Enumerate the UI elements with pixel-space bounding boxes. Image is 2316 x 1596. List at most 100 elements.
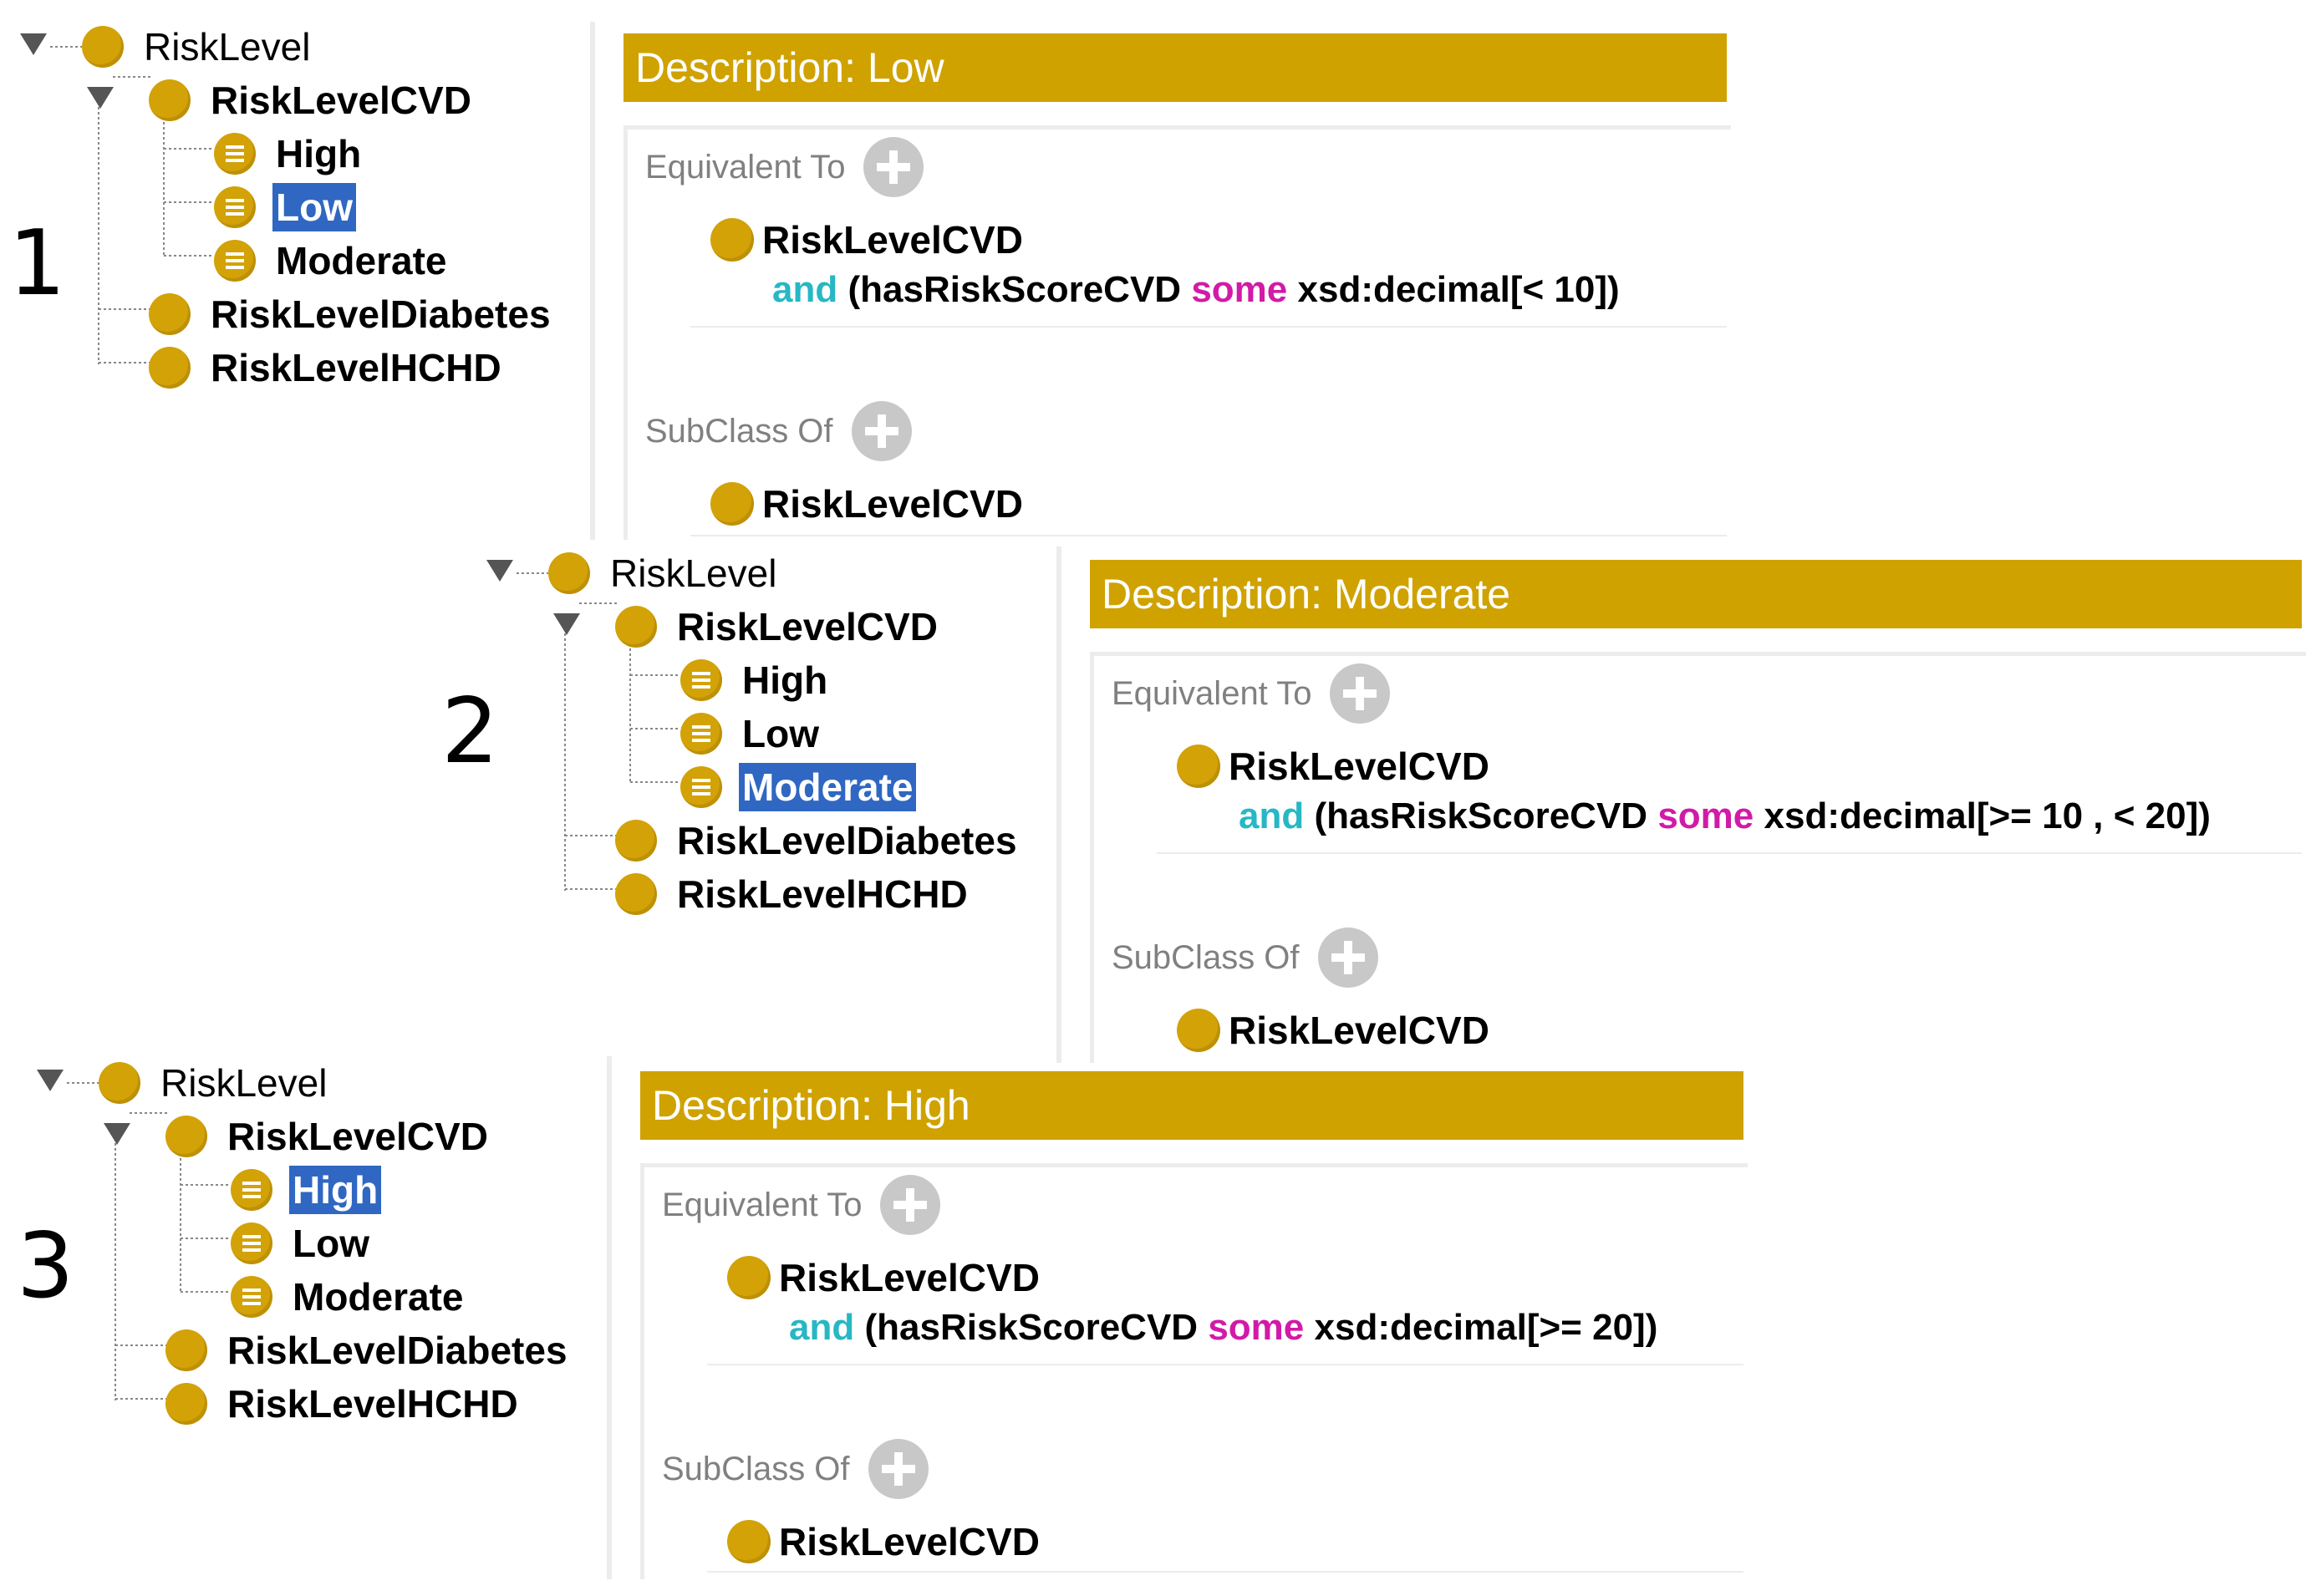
expr-range: xsd:decimal[>= 10 , < 20]) (1764, 795, 2211, 836)
add-equivalent-plus-icon[interactable] (863, 137, 924, 197)
tree-node-risklevel[interactable]: RiskLevel (99, 1058, 330, 1108)
tree-node-label-selected: High (289, 1166, 382, 1214)
individual-list-icon (231, 1169, 272, 1211)
expr-property: (hasRiskScoreCVD (1314, 795, 1648, 836)
class-circle-icon (615, 606, 657, 648)
tree-node-label: RiskLevelCVD (211, 79, 471, 122)
section-label: SubClass Of (662, 1450, 850, 1487)
tree-node-risklevel-hchd[interactable]: RiskLevelHCHD (615, 869, 971, 919)
add-subclass-plus-icon[interactable] (1317, 928, 1378, 988)
tree-node-label: RiskLevel (610, 551, 777, 595)
expr-range: xsd:decimal[>= 20]) (1314, 1307, 1658, 1348)
add-equivalent-plus-icon[interactable] (1330, 663, 1391, 724)
tree-node-risklevel-hchd[interactable]: RiskLevelHCHD (165, 1379, 522, 1429)
panel-number: 1 (8, 211, 66, 316)
tree-node-label: Low (293, 1222, 369, 1265)
class-tree: RiskLevel RiskLevelCVD High Low Moderate… (483, 546, 1068, 939)
section-label: Equivalent To (645, 148, 846, 186)
description-body (640, 1163, 1748, 1579)
tree-node-high[interactable]: High (231, 1165, 382, 1215)
panel-divider (1056, 546, 1061, 1063)
class-circle-icon (165, 1329, 207, 1371)
equivalent-to-section: Equivalent To (1112, 663, 1391, 724)
tree-node-label: RiskLevel (160, 1061, 328, 1105)
class-circle-icon (710, 482, 754, 526)
tree-node-high[interactable]: High (680, 655, 831, 705)
row-separator (690, 326, 1727, 328)
class-tree: RiskLevel RiskLevelCVD High Low Moderate… (33, 1056, 618, 1449)
tree-node-label: Moderate (293, 1275, 464, 1319)
expand-toggle-icon[interactable] (87, 87, 114, 109)
tree-node-low[interactable]: Low (231, 1218, 373, 1268)
tree-node-low[interactable]: Low (214, 182, 356, 232)
class-circle-icon (615, 873, 657, 915)
expand-toggle-icon[interactable] (486, 560, 513, 582)
class-circle-icon (165, 1383, 207, 1425)
tree-node-label: Low (742, 712, 819, 755)
tree-node-label: RiskLevelCVD (227, 1115, 488, 1158)
tree-connector-lines (517, 572, 680, 891)
description-view: Description: High Equivalent To RiskLeve… (640, 1071, 1748, 1579)
description-header: Description: High (640, 1071, 1743, 1140)
panel-divider (590, 22, 595, 540)
tree-node-risklevel[interactable]: RiskLevel (82, 22, 313, 72)
individual-list-icon (214, 133, 256, 175)
panel-number: 3 (17, 1214, 74, 1319)
expand-toggle-icon[interactable] (553, 613, 580, 635)
class-expression[interactable]: and (hasRiskScoreCVD some xsd:decimal[>=… (789, 1307, 1657, 1349)
tree-node-label: RiskLevel (144, 25, 311, 69)
tree-node-moderate[interactable]: Moderate (680, 762, 917, 812)
class-circle-icon (615, 820, 657, 862)
tree-node-risklevelcvd[interactable]: RiskLevelCVD (165, 1111, 491, 1161)
tree-node-label-selected: Low (272, 183, 356, 231)
keyword-some: some (1191, 269, 1288, 310)
section-label: Equivalent To (662, 1186, 863, 1223)
class-expression[interactable]: and (hasRiskScoreCVD some xsd:decimal[< … (772, 269, 1620, 311)
class-circle-icon (165, 1116, 207, 1157)
tree-node-label: RiskLevelHCHD (677, 872, 968, 916)
expand-toggle-icon[interactable] (37, 1070, 64, 1091)
tree-node-label: Moderate (276, 239, 447, 282)
row-separator (690, 535, 1727, 536)
tree-node-risklevel[interactable]: RiskLevel (548, 548, 780, 598)
individual-list-icon (231, 1276, 272, 1318)
tree-node-high[interactable]: High (214, 129, 364, 179)
expr-range: xsd:decimal[< 10]) (1297, 269, 1620, 310)
equivalent-class[interactable]: RiskLevelCVD (727, 1255, 1040, 1300)
tree-node-moderate[interactable]: Moderate (214, 236, 450, 286)
tree-node-moderate[interactable]: Moderate (231, 1272, 466, 1322)
class-circle-icon (1177, 1009, 1220, 1052)
keyword-some: some (1657, 795, 1754, 836)
tree-node-risklevel-diabetes[interactable]: RiskLevelDiabetes (149, 289, 554, 339)
expand-toggle-icon[interactable] (104, 1123, 130, 1145)
expr-property: (hasRiskScoreCVD (864, 1307, 1199, 1348)
equivalent-class[interactable]: RiskLevelCVD (710, 217, 1023, 262)
section-label: SubClass Of (645, 412, 833, 450)
class-name: RiskLevelCVD (762, 218, 1023, 262)
add-equivalent-plus-icon[interactable] (880, 1175, 941, 1235)
tree-node-risklevelcvd[interactable]: RiskLevelCVD (615, 602, 941, 652)
tree-node-label: RiskLevelHCHD (227, 1382, 518, 1426)
description-view: Description: Moderate Equivalent To Risk… (1090, 560, 2306, 1063)
expand-toggle-icon[interactable] (20, 33, 47, 55)
subclass-class[interactable]: RiskLevelCVD (727, 1519, 1040, 1564)
class-expression[interactable]: and (hasRiskScoreCVD some xsd:decimal[>=… (1239, 795, 2211, 837)
tree-node-low[interactable]: Low (680, 709, 822, 759)
description-view: Description: Low Equivalent To RiskLevel… (624, 33, 1731, 540)
class-circle-icon (99, 1062, 140, 1104)
subclass-class[interactable]: RiskLevelCVD (1177, 1008, 1489, 1053)
tree-node-risklevelcvd[interactable]: RiskLevelCVD (149, 75, 475, 125)
class-tree: RiskLevel RiskLevelCVD High Low Moderate… (17, 20, 602, 413)
class-circle-icon (149, 347, 191, 389)
add-subclass-plus-icon[interactable] (868, 1439, 929, 1499)
class-name: RiskLevelCVD (762, 482, 1023, 526)
add-subclass-plus-icon[interactable] (851, 401, 912, 461)
tree-node-label-selected: Moderate (739, 763, 917, 811)
tree-node-risklevel-diabetes[interactable]: RiskLevelDiabetes (615, 816, 1021, 866)
subclass-class[interactable]: RiskLevelCVD (710, 481, 1023, 526)
class-name: RiskLevelCVD (779, 1256, 1040, 1299)
equivalent-class[interactable]: RiskLevelCVD (1177, 744, 1489, 789)
tree-node-risklevel-diabetes[interactable]: RiskLevelDiabetes (165, 1325, 571, 1375)
tree-connector-lines (50, 46, 214, 364)
tree-node-risklevel-hchd[interactable]: RiskLevelHCHD (149, 343, 505, 393)
